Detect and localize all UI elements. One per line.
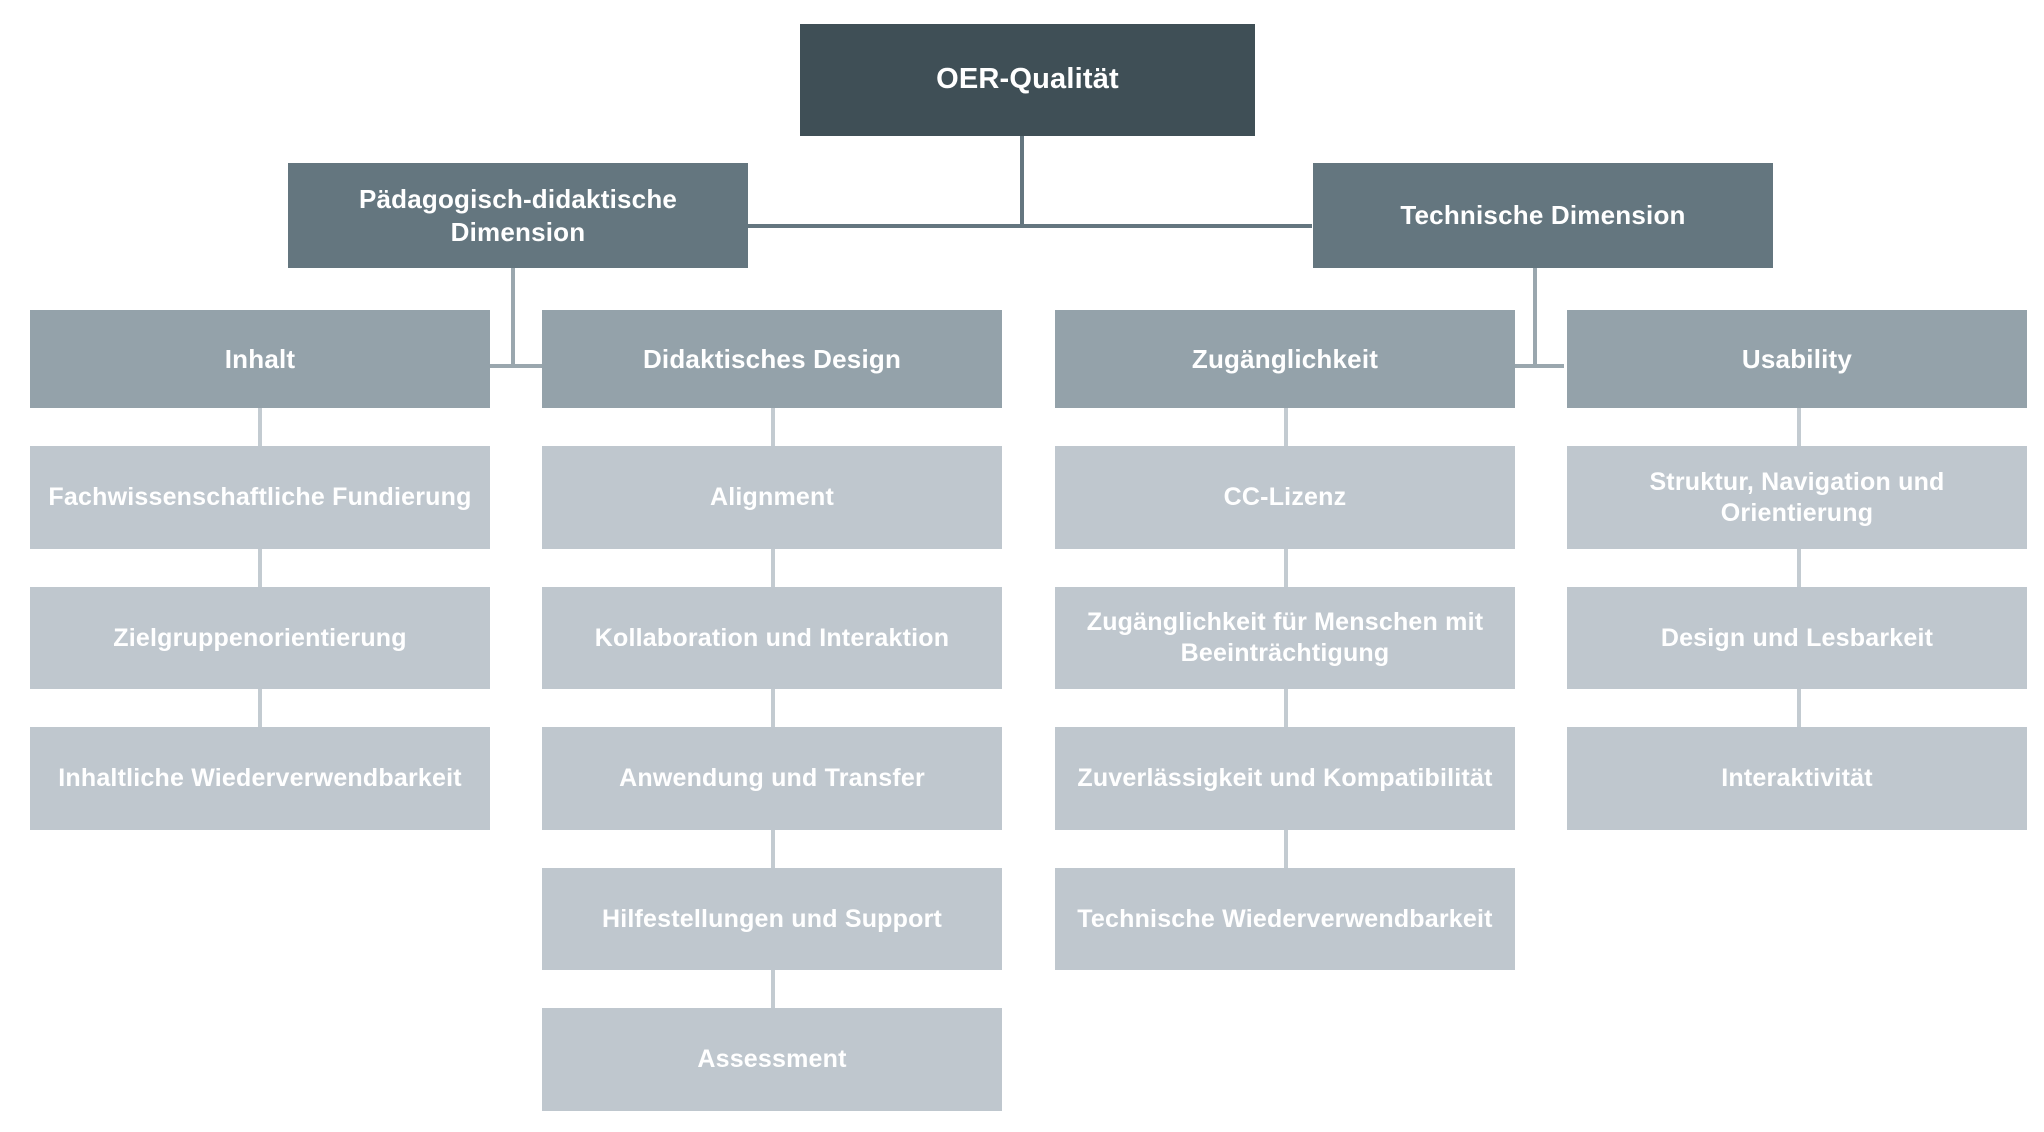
leaf-cc-lizenz[interactable]: CC-Lizenz [1055, 446, 1515, 549]
connector-didaktik-4 [771, 830, 775, 868]
leaf-fachwissenschaftliche-fundierung[interactable]: Fachwissenschaftliche Fundierung [30, 446, 490, 549]
connector-usability-3 [1797, 689, 1801, 727]
node-category-inhalt[interactable]: Inhalt [30, 310, 490, 408]
node-dimension-technisch[interactable]: Technische Dimension [1313, 163, 1773, 268]
connector-zugang-3 [1284, 689, 1288, 727]
connector-cat-bus-left [490, 364, 542, 368]
leaf-alignment[interactable]: Alignment [542, 446, 1002, 549]
connector-zugang-4 [1284, 830, 1288, 868]
connector-inhalt-3 [258, 689, 262, 727]
connector-cat-bus-right [1512, 364, 1564, 368]
leaf-kollaboration-und-interaktion[interactable]: Kollaboration und Interaktion [542, 587, 1002, 689]
connector-didaktik-3 [771, 689, 775, 727]
connector-usability-2 [1797, 549, 1801, 587]
connector-dim2-down [1533, 268, 1537, 366]
connector-root-down [1020, 136, 1024, 226]
connector-zugang-2 [1284, 549, 1288, 587]
node-category-zugaenglichkeit[interactable]: Zugänglichkeit [1055, 310, 1515, 408]
leaf-zuverlaessigkeit-und-kompatibilitaet[interactable]: Zuverlässigkeit und Kompatibilität [1055, 727, 1515, 830]
connector-didaktik-2 [771, 549, 775, 587]
leaf-hilfestellungen-und-support[interactable]: Hilfestellungen und Support [542, 868, 1002, 970]
connector-usability-1 [1797, 408, 1801, 446]
connector-dim1-down [511, 268, 515, 366]
leaf-zugaenglichkeit-fuer-menschen-mit-beeintraechtigung[interactable]: Zugänglichkeit für Menschen mit Beeinträ… [1055, 587, 1515, 689]
node-category-usability[interactable]: Usability [1567, 310, 2027, 408]
connector-didaktik-5 [771, 970, 775, 1008]
connector-inhalt-2 [258, 549, 262, 587]
connector-didaktik-1 [771, 408, 775, 446]
node-root-oer-qualitaet[interactable]: OER-Qualität [800, 24, 1255, 136]
leaf-interaktivitaet[interactable]: Interaktivität [1567, 727, 2027, 830]
leaf-zielgruppenorientierung[interactable]: Zielgruppenorientierung [30, 587, 490, 689]
node-category-didaktisches-design[interactable]: Didaktisches Design [542, 310, 1002, 408]
leaf-technische-wiederverwendbarkeit[interactable]: Technische Wiederverwendbarkeit [1055, 868, 1515, 970]
node-dimension-paedagogisch[interactable]: Pädagogisch-didaktische Dimension [288, 163, 748, 268]
connector-dimension-bus [740, 224, 1312, 228]
leaf-assessment[interactable]: Assessment [542, 1008, 1002, 1111]
connector-inhalt-1 [258, 408, 262, 446]
connector-zugang-1 [1284, 408, 1288, 446]
leaf-inhaltliche-wiederverwendbarkeit[interactable]: Inhaltliche Wiederverwendbarkeit [30, 727, 490, 830]
leaf-design-und-lesbarkeit[interactable]: Design und Lesbarkeit [1567, 587, 2027, 689]
leaf-struktur-navigation-und-orientierung[interactable]: Struktur, Navigation und Orientierung [1567, 446, 2027, 549]
leaf-anwendung-und-transfer[interactable]: Anwendung und Transfer [542, 727, 1002, 830]
